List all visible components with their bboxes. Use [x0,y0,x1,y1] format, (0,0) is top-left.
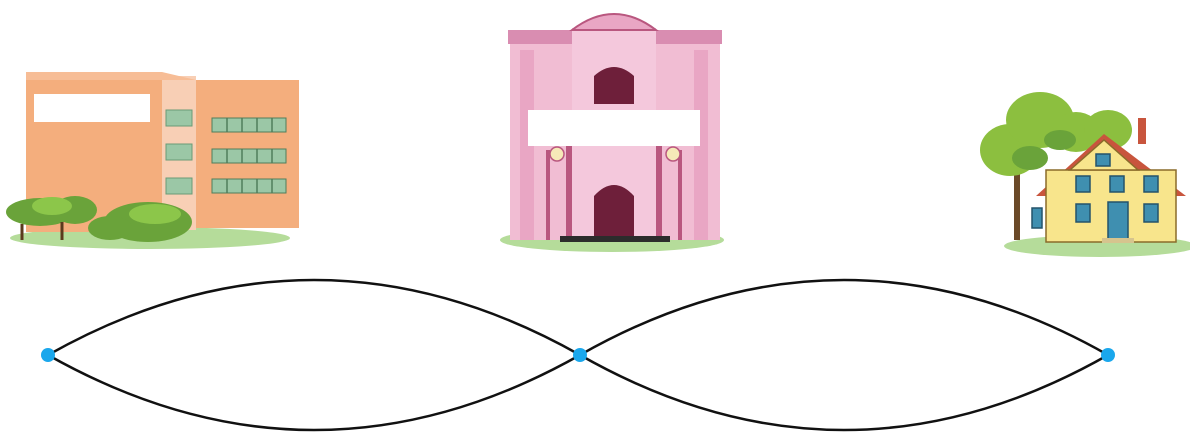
point-c [1101,348,1115,362]
route-point-b-point-c-lower-path [580,355,1108,430]
route-point-b-point-c-upper-path [580,280,1108,355]
point-a [41,348,55,362]
house-illustration [980,92,1190,257]
office-building-illustration [6,72,299,249]
route-point-a-point-b-lower-path [48,355,580,430]
town-hall-illustration [500,14,724,252]
route-points [41,348,1115,362]
route-point-a-point-b-upper-path [48,280,580,355]
point-b [573,348,587,362]
